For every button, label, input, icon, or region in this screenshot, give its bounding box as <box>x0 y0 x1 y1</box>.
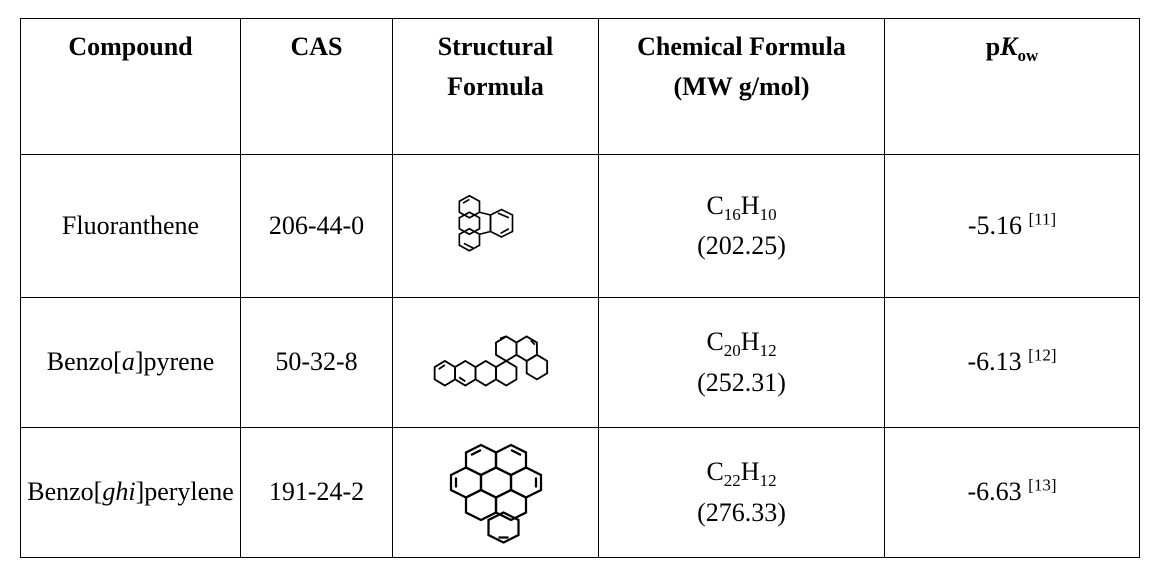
cas-number: 191-24-2 <box>268 477 365 507</box>
molecular-weight: (252.31) <box>697 367 786 397</box>
formula-h: H <box>740 457 760 487</box>
compound-name-suffix: ]perylene <box>135 477 234 507</box>
structure-cell <box>392 297 599 428</box>
cas-cell: 206-44-0 <box>240 154 393 298</box>
formula-c-count: 22 <box>723 471 741 491</box>
header-row: Compound CAS Structural Formula Chemical… <box>20 18 1140 155</box>
cas-cell: 50-32-8 <box>240 297 393 428</box>
benzo-ghi-perylene-structure-icon <box>449 443 542 544</box>
compound-name: Fluoranthene <box>61 210 200 240</box>
reference-marker: [11] <box>1028 209 1057 229</box>
formula-c-count: 16 <box>723 204 741 224</box>
molecular-weight: (276.33) <box>697 497 786 527</box>
pkow-value: -6.13 <box>967 347 1022 377</box>
formula-c: C <box>706 190 724 220</box>
structure-cell <box>392 154 599 298</box>
compound-name-cell: Benzo[ghi]perylene <box>20 427 241 558</box>
compound-table: Compound CAS Structural Formula Chemical… <box>20 18 1140 558</box>
cas-number: 50-32-8 <box>275 347 358 377</box>
chemical-formula: C22H12 <box>599 452 884 492</box>
header-structural-line1: Structural <box>437 32 554 61</box>
compound-name-cell: Benzo[a]pyrene <box>20 297 241 428</box>
header-chemical-formula: Chemical Formula (MW g/mol) <box>598 18 885 155</box>
reference-marker: [13] <box>1028 475 1057 495</box>
header-structural-formula: Structural Formula <box>392 18 599 155</box>
compound-name-cell: Fluoranthene <box>20 154 241 298</box>
fluoranthene-structure-icon <box>458 194 513 252</box>
header-pk-subscript: ow <box>1017 46 1039 66</box>
chemical-formula-cell: C22H12 (276.33) <box>598 427 885 558</box>
formula-h-count: 10 <box>759 204 777 224</box>
formula-c: C <box>706 457 724 487</box>
formula-h: H <box>740 327 760 357</box>
table-row: Benzo[ghi]perylene 191-24-2 <box>20 427 1140 558</box>
formula-c-count: 20 <box>723 341 741 361</box>
table-row: Benzo[a]pyrene 50-32-8 C20 <box>20 297 1140 428</box>
molecular-weight: (202.25) <box>697 231 786 260</box>
pkow-cell: -5.16 [11] <box>884 154 1140 298</box>
pkow-cell: -6.63 [13] <box>884 427 1140 558</box>
table-row: Fluoranthene 206-44-0 <box>20 154 1140 298</box>
header-pk-prefix: p <box>985 32 1001 61</box>
chemical-formula-cell: C20H12 (252.31) <box>598 297 885 428</box>
formula-h: H <box>740 190 760 220</box>
benzo-a-pyrene-structure-icon <box>433 334 548 387</box>
chemical-formula: C20H12 <box>599 322 884 362</box>
header-structural-line2: Formula <box>447 72 544 102</box>
compound-name: Benzo[ <box>46 347 122 377</box>
header-pk-symbol: K <box>1000 32 1018 61</box>
formula-c: C <box>706 327 724 357</box>
header-chemical-line1: Chemical Formula <box>637 32 846 61</box>
formula-h-count: 12 <box>759 471 777 491</box>
formula-h-count: 12 <box>759 341 777 361</box>
header-compound: Compound <box>20 18 241 155</box>
compound-name-suffix: ]pyrene <box>134 347 215 377</box>
pkow-value: -6.63 <box>967 477 1022 507</box>
header-compound-label: Compound <box>68 32 193 61</box>
chemical-formula-cell: C16H10 (202.25) <box>598 154 885 298</box>
chemical-formula: C16H10 <box>599 186 884 226</box>
cas-number: 206-44-0 <box>268 210 365 240</box>
pkow-cell: -6.13 [12] <box>884 297 1140 428</box>
header-cas-label: CAS <box>290 32 343 61</box>
reference-marker: [12] <box>1028 345 1057 365</box>
header-chemical-line2: (MW g/mol) <box>673 72 810 102</box>
cas-cell: 191-24-2 <box>240 427 393 558</box>
header-pkow: pKow <box>884 18 1140 155</box>
pkow-value: -5.16 <box>967 210 1022 240</box>
compound-name-italic: ghi <box>102 477 136 507</box>
compound-name: Benzo[ <box>27 477 103 507</box>
structure-cell <box>392 427 599 558</box>
compound-name-italic: a <box>121 347 135 377</box>
header-cas: CAS <box>240 18 393 155</box>
